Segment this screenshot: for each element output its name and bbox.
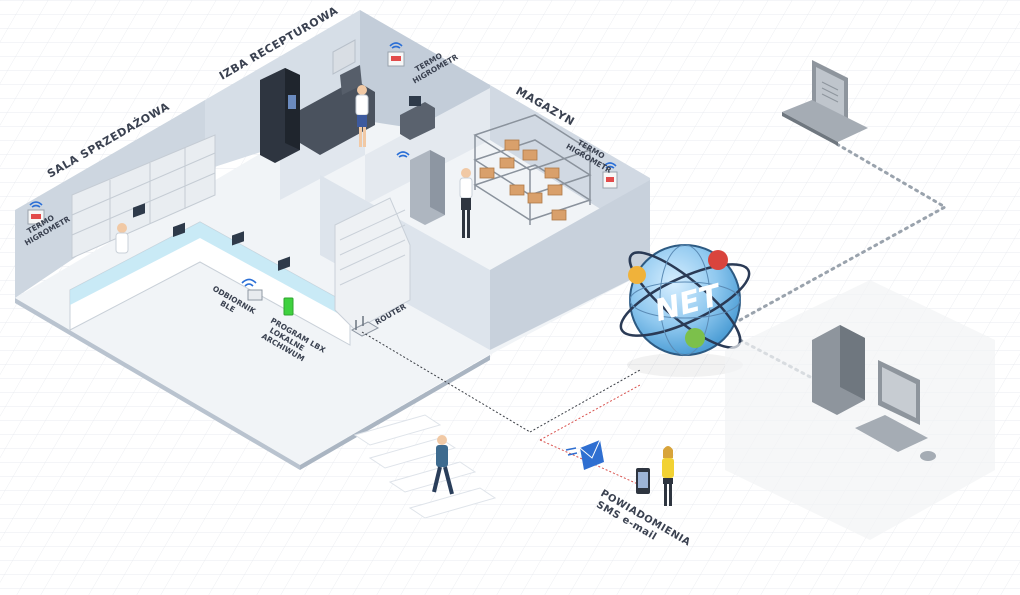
notification-person [662,446,674,506]
connections [361,141,949,486]
entrance-steps [353,414,497,519]
sensor-magazyn [602,162,618,189]
magazyn-boxes [479,139,567,221]
program-lbx-device [283,297,294,316]
envelope-icon [565,439,604,470]
worker-magazyn [459,168,473,238]
floor-edge [15,298,300,470]
visitor-person [432,435,454,495]
pharmacist-sala [115,223,129,254]
magazyn-front-wall [490,180,650,350]
sensor-magazyn-fridge [396,151,410,158]
pharmacist-izba [355,85,369,147]
sensor-izba [387,42,405,67]
magazyn-fridge [410,150,445,225]
counter-monitors [133,203,290,271]
phone-icon [636,468,650,494]
floor-edge-right [300,355,490,470]
router-device [350,316,380,337]
izba-desk [400,96,435,140]
net-globe: NET [619,244,751,377]
desktop-computer-icon [725,280,995,540]
building-floor [15,95,650,465]
ble-receiver [241,278,263,301]
magazyn-left-wall [365,88,490,205]
sales-counter [69,197,411,346]
laptop-icon [782,60,868,146]
sensor-sala [27,201,45,225]
